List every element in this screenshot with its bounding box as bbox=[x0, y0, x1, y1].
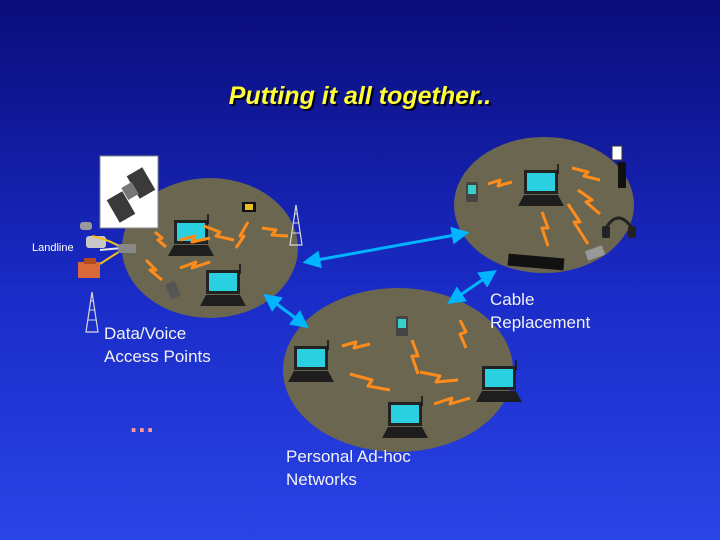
wireless-bolt bbox=[234, 221, 250, 249]
link-arrow bbox=[302, 226, 470, 269]
wireless-bolt bbox=[571, 166, 601, 182]
ellipsis-label: ... bbox=[130, 408, 155, 438]
cell-phone-icon bbox=[242, 202, 256, 212]
laptop-icon bbox=[517, 163, 565, 207]
cable-replacement-label: Cable Replacement bbox=[490, 288, 590, 334]
access-points-label: Data/Voice Access Points bbox=[104, 322, 211, 368]
wireless-bolt bbox=[577, 188, 601, 216]
mobile-phone-icon bbox=[611, 145, 626, 188]
adhoc-networks-label-line: Personal Ad-hoc bbox=[286, 447, 411, 466]
laptop-icon bbox=[199, 263, 247, 307]
fax-machine-icon bbox=[78, 258, 100, 278]
wireless-bolt bbox=[419, 370, 459, 384]
pda-icon bbox=[396, 316, 408, 336]
pda-icon bbox=[466, 182, 478, 202]
keyboard-icon bbox=[507, 253, 565, 271]
adhoc-networks-label: Personal Ad-hoc Networks bbox=[286, 445, 411, 491]
slide-title: Putting it all together.. bbox=[228, 82, 492, 110]
wireless-bolt bbox=[566, 203, 590, 245]
laptop-icon bbox=[381, 395, 429, 439]
satellite-icon bbox=[99, 155, 159, 229]
wireless-bolt bbox=[458, 319, 468, 349]
wireless-bolt bbox=[349, 372, 391, 392]
headset-icon bbox=[602, 216, 636, 238]
access-point-tower-icon bbox=[85, 291, 99, 333]
access-points-label-line: Data/Voice bbox=[104, 324, 187, 343]
wireless-bolt bbox=[540, 211, 550, 247]
wireless-bolt bbox=[179, 234, 211, 244]
wireless-bolt bbox=[144, 258, 163, 282]
wireless-bolt bbox=[433, 396, 471, 406]
wireless-bolt bbox=[341, 340, 371, 350]
handheld-icon bbox=[165, 280, 181, 300]
cable-replacement-label-line: Replacement bbox=[490, 313, 591, 332]
link-arrow bbox=[263, 293, 309, 329]
adhoc-network-cloud bbox=[283, 288, 513, 452]
laptop-icon bbox=[287, 339, 335, 383]
cable-replacement-label-line: Cable bbox=[490, 290, 535, 309]
landline-jack-icon bbox=[118, 244, 136, 253]
wireless-bolt bbox=[410, 339, 420, 375]
access-points-label-line: Access Points bbox=[104, 347, 211, 366]
wireless-bolt bbox=[154, 230, 167, 249]
pen-device-icon bbox=[584, 245, 606, 261]
wireless-bolt bbox=[261, 226, 289, 238]
laptop-icon bbox=[167, 213, 215, 257]
link-arrow bbox=[447, 269, 497, 305]
wireless-bolt bbox=[203, 224, 235, 242]
wireless-links bbox=[144, 166, 601, 406]
landline-label: Landline bbox=[32, 242, 74, 254]
wireless-bolt bbox=[487, 178, 513, 188]
wireless-bolt bbox=[179, 260, 211, 270]
laptop-icon bbox=[475, 359, 523, 403]
adhoc-networks-label-line: Networks bbox=[286, 470, 357, 489]
access-network-cloud bbox=[122, 178, 298, 318]
